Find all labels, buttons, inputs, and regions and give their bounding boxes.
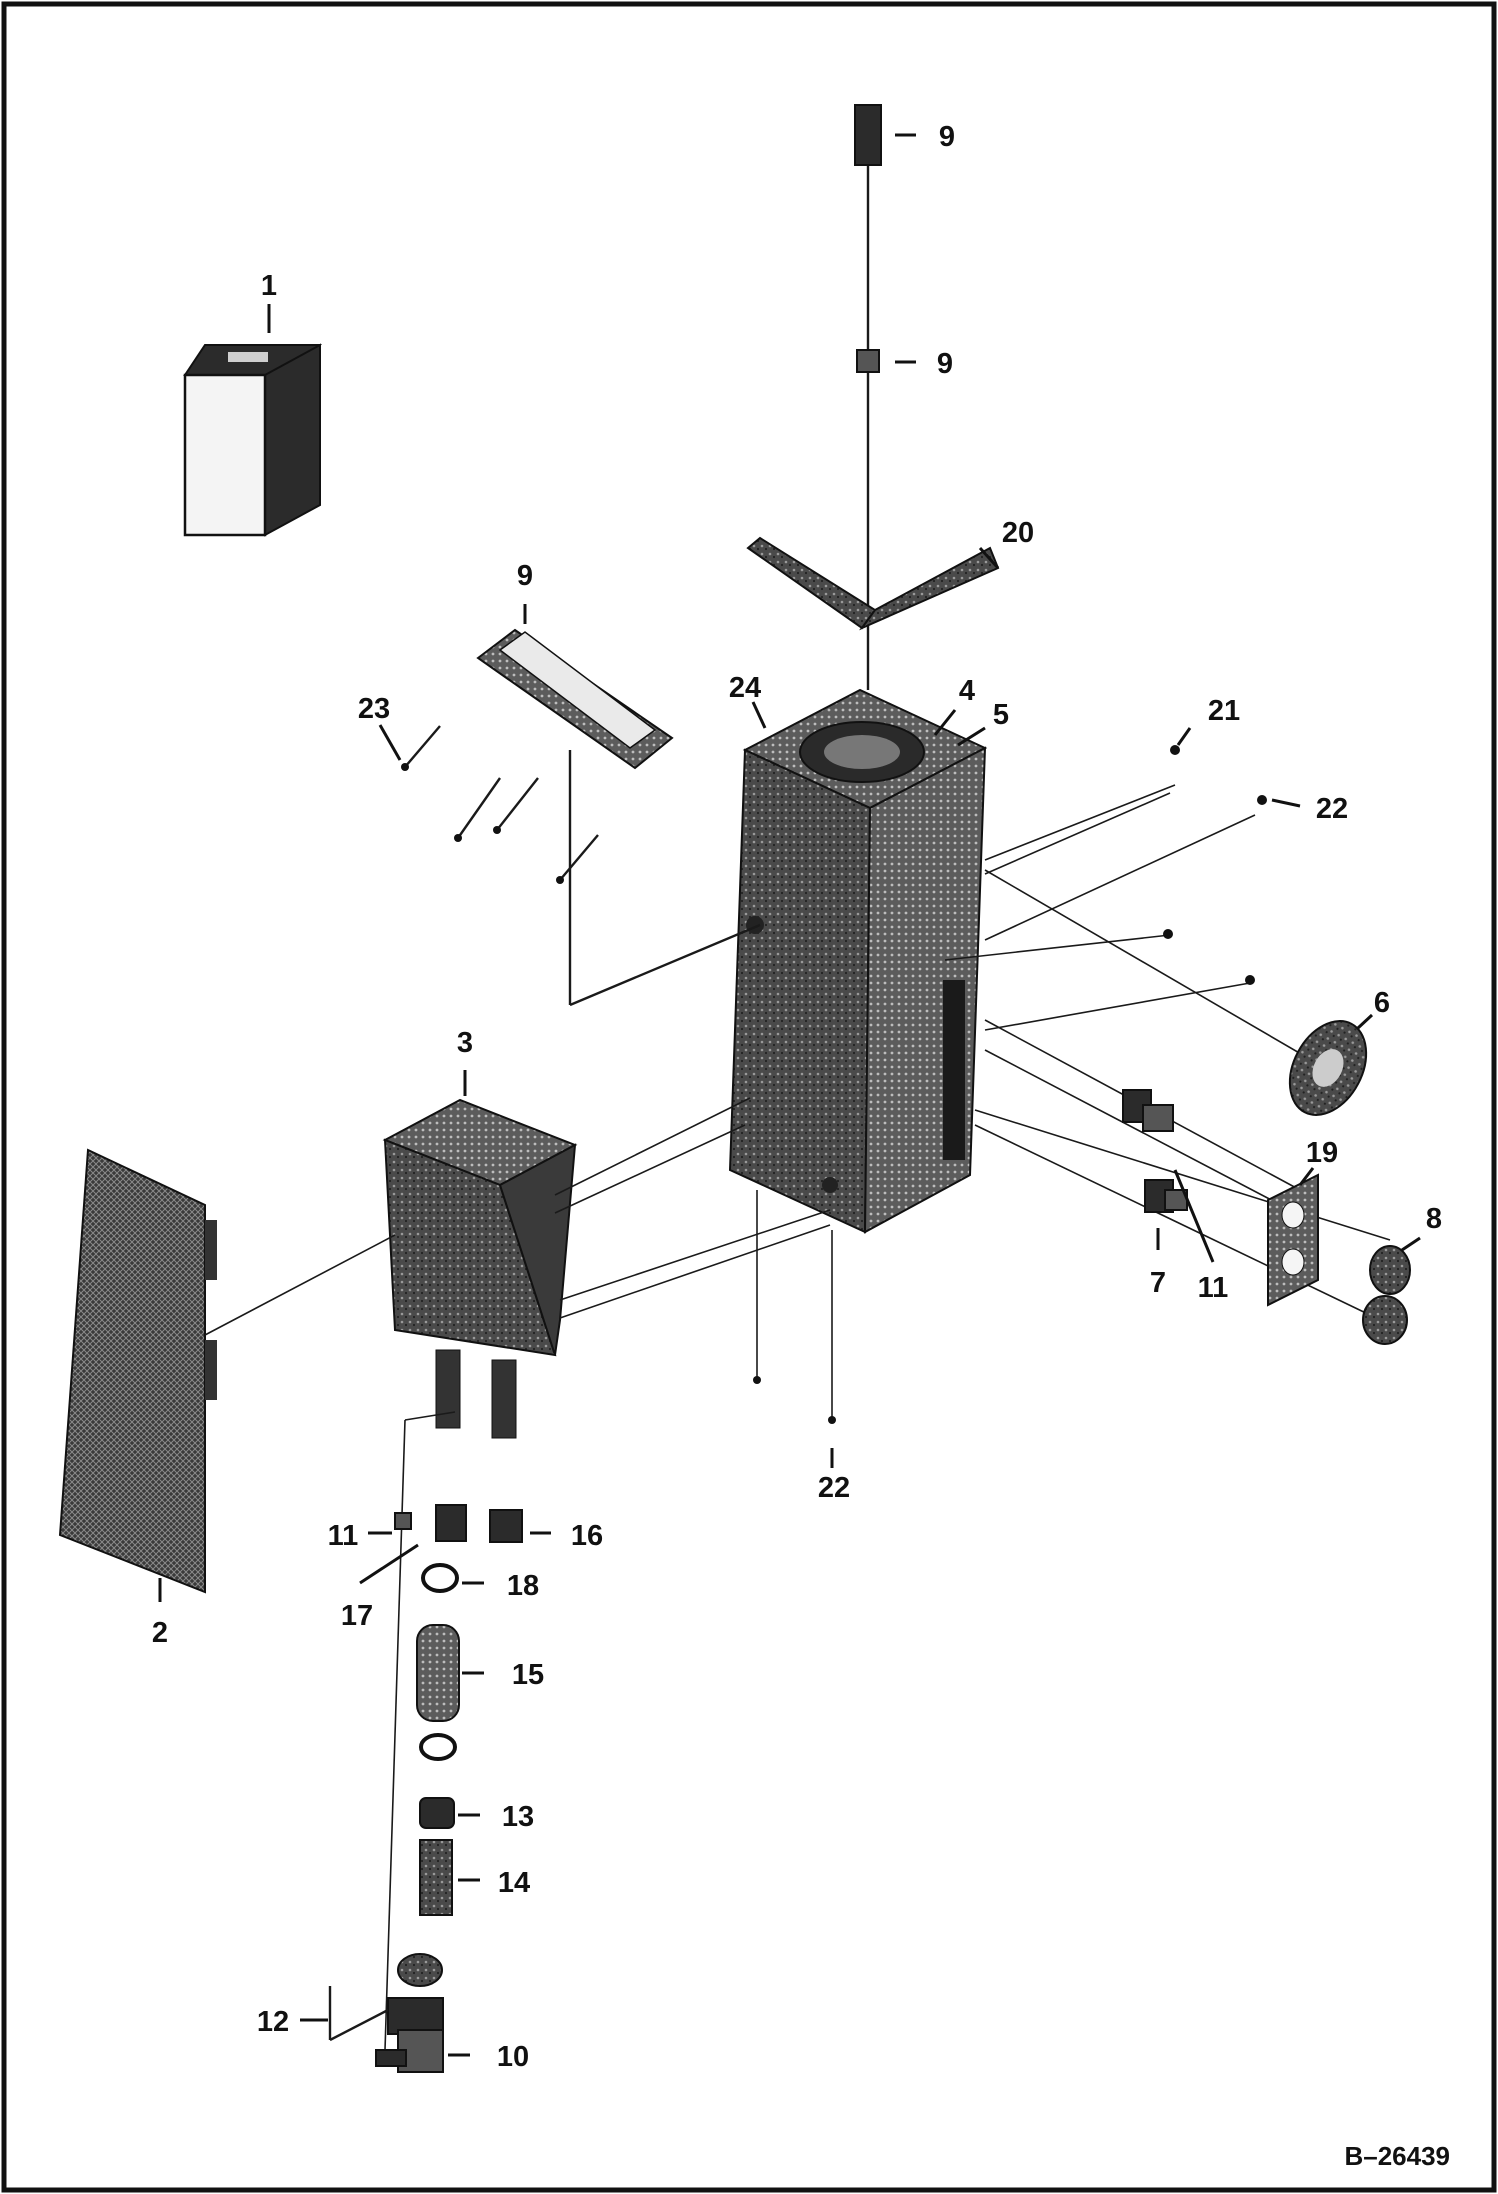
part-21-22-screws (753, 745, 1267, 1424)
callout-6: 6 (1374, 987, 1390, 1019)
part-8-knobs (1362, 1245, 1411, 1345)
part-20-duct (746, 536, 1000, 631)
part-6-fan-wheel (1288, 1020, 1368, 1116)
callout-labels: 1 2 3 4 5 6 7 8 9 9 9 10 11 11 12 13 14 … (152, 121, 1442, 2073)
callout-1: 1 (261, 270, 277, 302)
callout-7: 7 (1150, 1267, 1166, 1299)
callout-2: 2 (152, 1617, 168, 1649)
callout-11-valve: 11 (328, 1520, 359, 1552)
callout-21: 21 (1208, 695, 1240, 727)
callout-11-switch: 11 (1198, 1272, 1229, 1304)
callout-23: 23 (358, 693, 390, 725)
callout-22-bottom: 22 (818, 1472, 850, 1504)
part-9-top-fittings (854, 104, 882, 690)
figure-code: B–26439 (1344, 2141, 1450, 2171)
callout-15: 15 (512, 1659, 544, 1691)
part-9-bracket-frame (476, 628, 761, 1007)
callout-9-bracket: 9 (517, 560, 533, 592)
callout-13: 13 (502, 1801, 534, 1833)
callout-20: 20 (1002, 517, 1034, 549)
callout-10: 10 (497, 2041, 529, 2073)
part-1-box (183, 343, 322, 537)
callout-3: 3 (457, 1027, 473, 1059)
callout-17: 17 (341, 1600, 373, 1632)
callout-8: 8 (1426, 1203, 1442, 1235)
callout-9-middle: 9 (937, 348, 953, 380)
callout-12: 12 (257, 2006, 289, 2038)
part-2-grille (58, 1148, 217, 1594)
callout-18: 18 (507, 1570, 539, 1602)
part-7-11-switches (1122, 1089, 1188, 1213)
part-19-plate (1267, 1173, 1319, 1307)
callout-22-right: 22 (1316, 793, 1348, 825)
part-23-screws (401, 725, 599, 884)
callout-14: 14 (498, 1867, 530, 1899)
callout-24: 24 (729, 672, 761, 704)
callout-16: 16 (571, 1520, 603, 1552)
callout-5: 5 (993, 699, 1009, 731)
part-3-heater-core (382, 1098, 578, 1439)
callout-9-top: 9 (939, 121, 955, 153)
part-24-main-housing (728, 688, 988, 1234)
valve-stack (328, 1504, 523, 2073)
callout-4: 4 (959, 675, 975, 707)
callout-19: 19 (1306, 1137, 1338, 1169)
leader-lines (158, 133, 1421, 2057)
